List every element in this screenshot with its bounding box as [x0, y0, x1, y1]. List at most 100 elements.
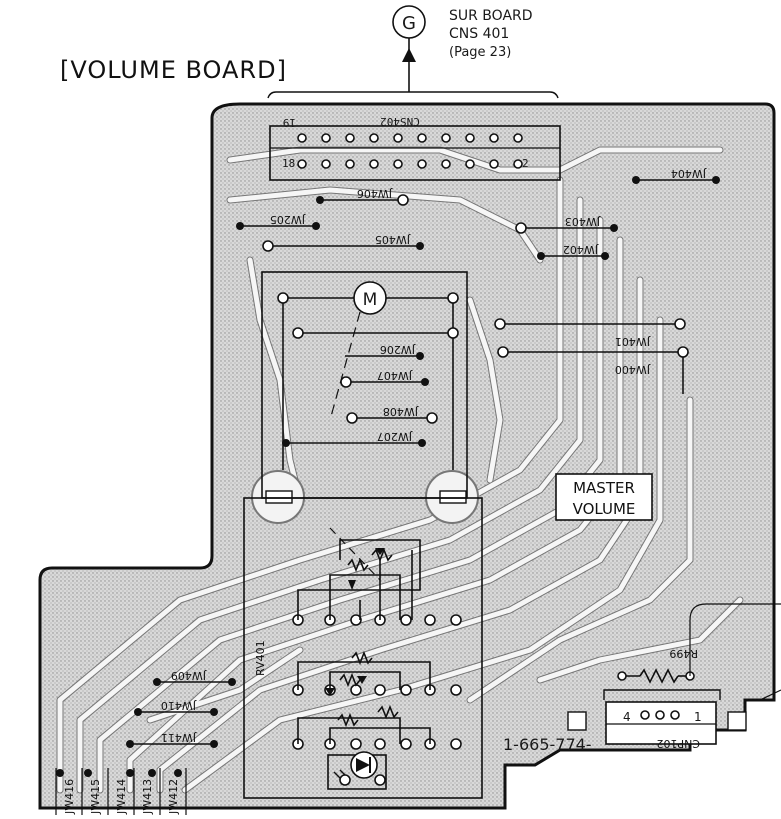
- connector-pin-top-pad: [321, 133, 331, 143]
- connector-pin-top-pad: [297, 133, 307, 143]
- connector-reference: G SUR BOARD CNS 401 (Page 23): [267, 5, 559, 99]
- connector-pin-top-pad: [465, 133, 475, 143]
- rv401-pad: [450, 684, 462, 696]
- connector-cnp102: 4 1 CNP102 1-665-774-: [503, 689, 747, 754]
- resistor-r499: R499: [617, 603, 781, 701]
- rv401-pad: [374, 738, 386, 750]
- connector-pin-bottom-pad: [417, 159, 427, 169]
- connector-ref-line2: CNS 401: [449, 26, 509, 42]
- connector-pin-bottom-pad: [465, 159, 475, 169]
- square-pad-right: [727, 711, 747, 731]
- rv401-pad: [350, 684, 362, 696]
- svg-text:1: 1: [694, 710, 702, 724]
- connector-pin-top-pad: [489, 133, 499, 143]
- svg-text:JW408: JW408: [383, 405, 419, 418]
- svg-text:MASTER: MASTER: [573, 479, 635, 497]
- mounting-holes: [251, 470, 479, 524]
- jumper-jw206: JW206: [345, 343, 424, 360]
- jumper-jw411: JW411: [126, 731, 218, 748]
- rv401-pad: [374, 684, 386, 696]
- jumper-jw406: JW406: [316, 187, 409, 206]
- connector-pin-bottom-pad: [345, 159, 355, 169]
- rv401-outline: [243, 497, 483, 799]
- connector-pin-top-pad: [369, 133, 379, 143]
- jumper-jw402: JW402: [537, 243, 609, 260]
- rv401-pad: [400, 614, 412, 626]
- rv401-pad: [450, 738, 462, 750]
- svg-text:JW206: JW206: [380, 343, 416, 356]
- rv401-pad: [350, 738, 362, 750]
- svg-text:JW406: JW406: [357, 187, 393, 200]
- svg-text:JW409: JW409: [171, 669, 207, 682]
- jw415-label: JW415: [89, 779, 102, 815]
- motor-symbol: [353, 281, 387, 315]
- svg-text:JW205: JW205: [270, 213, 306, 226]
- connector-pin-top: 19: [283, 116, 296, 129]
- connector-pin-bottom-pad: [489, 159, 499, 169]
- svg-text:JW404: JW404: [671, 167, 707, 180]
- motor-label: M: [363, 290, 378, 310]
- rv401-pad: [350, 614, 362, 626]
- jumper-jw407: JW407: [340, 369, 429, 388]
- led-indicator: [327, 751, 387, 790]
- jumper-jw405: JW405: [262, 233, 424, 252]
- svg-text:JW401: JW401: [615, 335, 651, 348]
- connector-name: CNS402: [380, 115, 420, 128]
- jumper-jw409: JW409: [153, 669, 236, 686]
- rv401-pads: RV401: [254, 527, 462, 750]
- jw412-label: JW412: [167, 779, 180, 815]
- connector-pin-bottom-pad: [393, 159, 403, 169]
- connector-ref-letter: G: [402, 13, 416, 34]
- square-pad-left: [567, 711, 587, 731]
- svg-text:CNP102: CNP102: [656, 737, 700, 750]
- jumper-jw404: JW404: [632, 167, 720, 184]
- svg-text:JW402: JW402: [563, 243, 599, 256]
- rv401-pad: [450, 614, 462, 626]
- jw416-label: JW416: [63, 779, 76, 815]
- connector-pin-bottom-pad: [297, 159, 307, 169]
- connector-pin-bottom-pad: [513, 159, 523, 169]
- jumper-jw408: JW408: [346, 405, 438, 424]
- connector-pin-last: 2: [522, 157, 529, 170]
- svg-text:JW207: JW207: [377, 430, 413, 443]
- rv401-pad: [400, 684, 412, 696]
- svg-text:VOLUME: VOLUME: [573, 500, 636, 518]
- part-number: 1-665-774-: [503, 735, 592, 754]
- board-outline: [38, 102, 776, 810]
- svg-text:JW410: JW410: [161, 699, 197, 712]
- jumpers: JW404 JW406 JW205 JW405 JW403 JW402: [126, 167, 720, 748]
- master-volume-label: MASTER VOLUME: [555, 473, 653, 521]
- board-title: [VOLUME BOARD]: [60, 56, 287, 84]
- jumper-jw401: JW401: [494, 318, 686, 348]
- connector-pin-top-pad: [513, 133, 523, 143]
- connector-ref-line3: (Page 23): [449, 45, 511, 60]
- svg-text:JW405: JW405: [375, 233, 411, 246]
- connector-pin-top-pad: [441, 133, 451, 143]
- connector-cns402: CNS402 19 18 2: [269, 115, 561, 181]
- connector-pin-first: 18: [282, 157, 295, 170]
- svg-text:4: 4: [623, 710, 631, 724]
- svg-text:JW411: JW411: [161, 731, 197, 744]
- connector-ref-arrowhead: [402, 48, 416, 62]
- motor-assembly: M: [243, 271, 483, 799]
- connector-pin-top-pad: [393, 133, 403, 143]
- svg-text:JW407: JW407: [377, 369, 413, 382]
- rv401-pad: [424, 614, 436, 626]
- connector-pin-bottom-pad: [369, 159, 379, 169]
- bottom-jumpers: JW416 JW415 JW414 JW413 JW412: [55, 768, 187, 815]
- rv401-pad: [400, 738, 412, 750]
- jumper-jw205: JW205: [236, 213, 320, 230]
- connector-bracket: [267, 91, 559, 99]
- connector-pin-top-pad: [417, 133, 427, 143]
- jw414-label: JW414: [115, 779, 128, 815]
- svg-text:JW403: JW403: [565, 215, 601, 228]
- connector-ref-line1: SUR BOARD: [449, 8, 533, 24]
- svg-text:JW400: JW400: [615, 363, 651, 376]
- connector-pin-top-pad: [345, 133, 355, 143]
- rv401-label: RV401: [254, 640, 267, 676]
- jumper-jw403: JW403: [515, 215, 618, 234]
- jumper-jw207: JW207: [282, 430, 426, 447]
- connector-pin-bottom-pad: [321, 159, 331, 169]
- svg-text:R499: R499: [669, 647, 698, 660]
